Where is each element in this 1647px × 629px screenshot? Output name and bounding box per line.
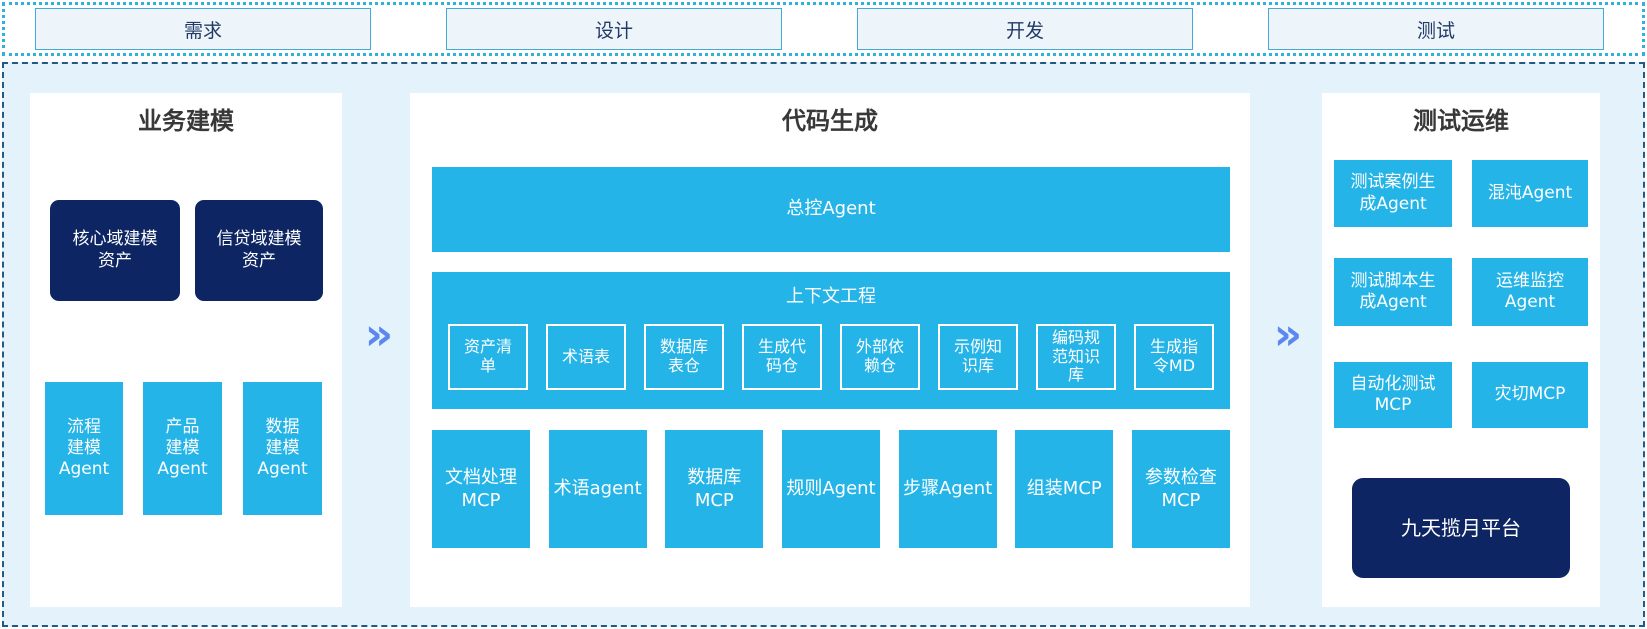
mcp-box-assembly-mcp: 组装MCP	[1015, 430, 1114, 548]
context-box-coding-standard-kb: 编码规 范知识 库	[1036, 324, 1116, 390]
context-engineering-section: 上下文工程 资产清 单 术语表 数据库 表仓 生成代 码仓 外部依 赖仓 示例知…	[432, 272, 1230, 409]
phase-box-testing: 测试	[1268, 8, 1604, 50]
context-box-external-deps-repo: 外部依 赖仓	[840, 324, 920, 390]
test-box-ops-monitor-agent: 运维监控 Agent	[1472, 258, 1588, 326]
context-box-glossary: 术语表	[546, 324, 626, 390]
code-generation-title: 代码生成	[782, 107, 878, 135]
test-box-chaos-agent: 混沌Agent	[1472, 160, 1588, 227]
agent-box-process-modeling: 流程 建模 Agent	[45, 382, 123, 515]
test-box-testscript-gen-agent: 测试脚本生 成Agent	[1334, 258, 1452, 326]
agent-box-product-modeling: 产品 建模 Agent	[143, 382, 222, 515]
context-box-generated-code-repo: 生成代 码仓	[742, 324, 822, 390]
context-box-generation-instruction-md: 生成指 令MD	[1134, 324, 1214, 390]
platform-box-jiutian-lanyue: 九天揽月平台	[1352, 478, 1570, 578]
context-box-db-table-repo: 数据库 表仓	[644, 324, 724, 390]
mcp-box-doc-processing: 文档处理 MCP	[432, 430, 530, 548]
asset-box-core-domain: 核心域建模 资产	[50, 200, 180, 301]
context-box-asset-list: 资产清 单	[448, 324, 528, 390]
flow-arrow-icon-2: »	[1273, 309, 1303, 360]
code-generation-panel: 代码生成 总控Agent 上下文工程 资产清 单 术语表 数据库 表仓 生成代 …	[410, 93, 1250, 607]
asset-box-credit-domain: 信贷域建模 资产	[195, 200, 323, 301]
test-box-automation-test-mcp: 自动化测试 MCP	[1334, 362, 1452, 428]
test-box-disaster-switch-mcp: 灾切MCP	[1472, 362, 1588, 428]
flow-arrow-icon-1: »	[364, 309, 394, 360]
mcp-box-database-mcp: 数据库 MCP	[665, 430, 764, 548]
phase-box-requirements: 需求	[35, 8, 371, 50]
mcp-agent-row: 文档处理 MCP 术语agent 数据库 MCP 规则Agent 步骤Agent…	[432, 430, 1230, 548]
phase-strip: 需求 设计 开发 测试	[2, 2, 1645, 56]
mcp-box-param-check-mcp: 参数检查 MCP	[1131, 430, 1230, 548]
mcp-box-terminology-agent: 术语agent	[548, 430, 647, 548]
main-area: 业务建模 核心域建模 资产 信贷域建模 资产 流程 建模 Agent 产品 建模…	[2, 62, 1645, 627]
phase-box-development: 开发	[857, 8, 1193, 50]
context-engineering-title: 上下文工程	[786, 286, 876, 307]
phase-box-design: 设计	[446, 8, 782, 50]
business-modeling-panel: 业务建模 核心域建模 资产 信贷域建模 资产 流程 建模 Agent 产品 建模…	[30, 93, 342, 607]
mcp-box-rule-agent: 规则Agent	[781, 430, 880, 548]
master-agent-bar: 总控Agent	[432, 167, 1230, 252]
business-modeling-title: 业务建模	[138, 107, 234, 135]
test-ops-title: 测试运维	[1413, 107, 1509, 135]
test-box-testcase-gen-agent: 测试案例生 成Agent	[1334, 160, 1452, 227]
agent-box-data-modeling: 数据 建模 Agent	[243, 382, 322, 515]
mcp-box-step-agent: 步骤Agent	[898, 430, 997, 548]
context-box-example-knowledge-base: 示例知 识库	[938, 324, 1018, 390]
context-engineering-row: 资产清 单 术语表 数据库 表仓 生成代 码仓 外部依 赖仓 示例知 识库 编码…	[448, 324, 1214, 390]
test-ops-panel: 测试运维 测试案例生 成Agent 混沌Agent 测试脚本生 成Agent 运…	[1322, 93, 1600, 607]
